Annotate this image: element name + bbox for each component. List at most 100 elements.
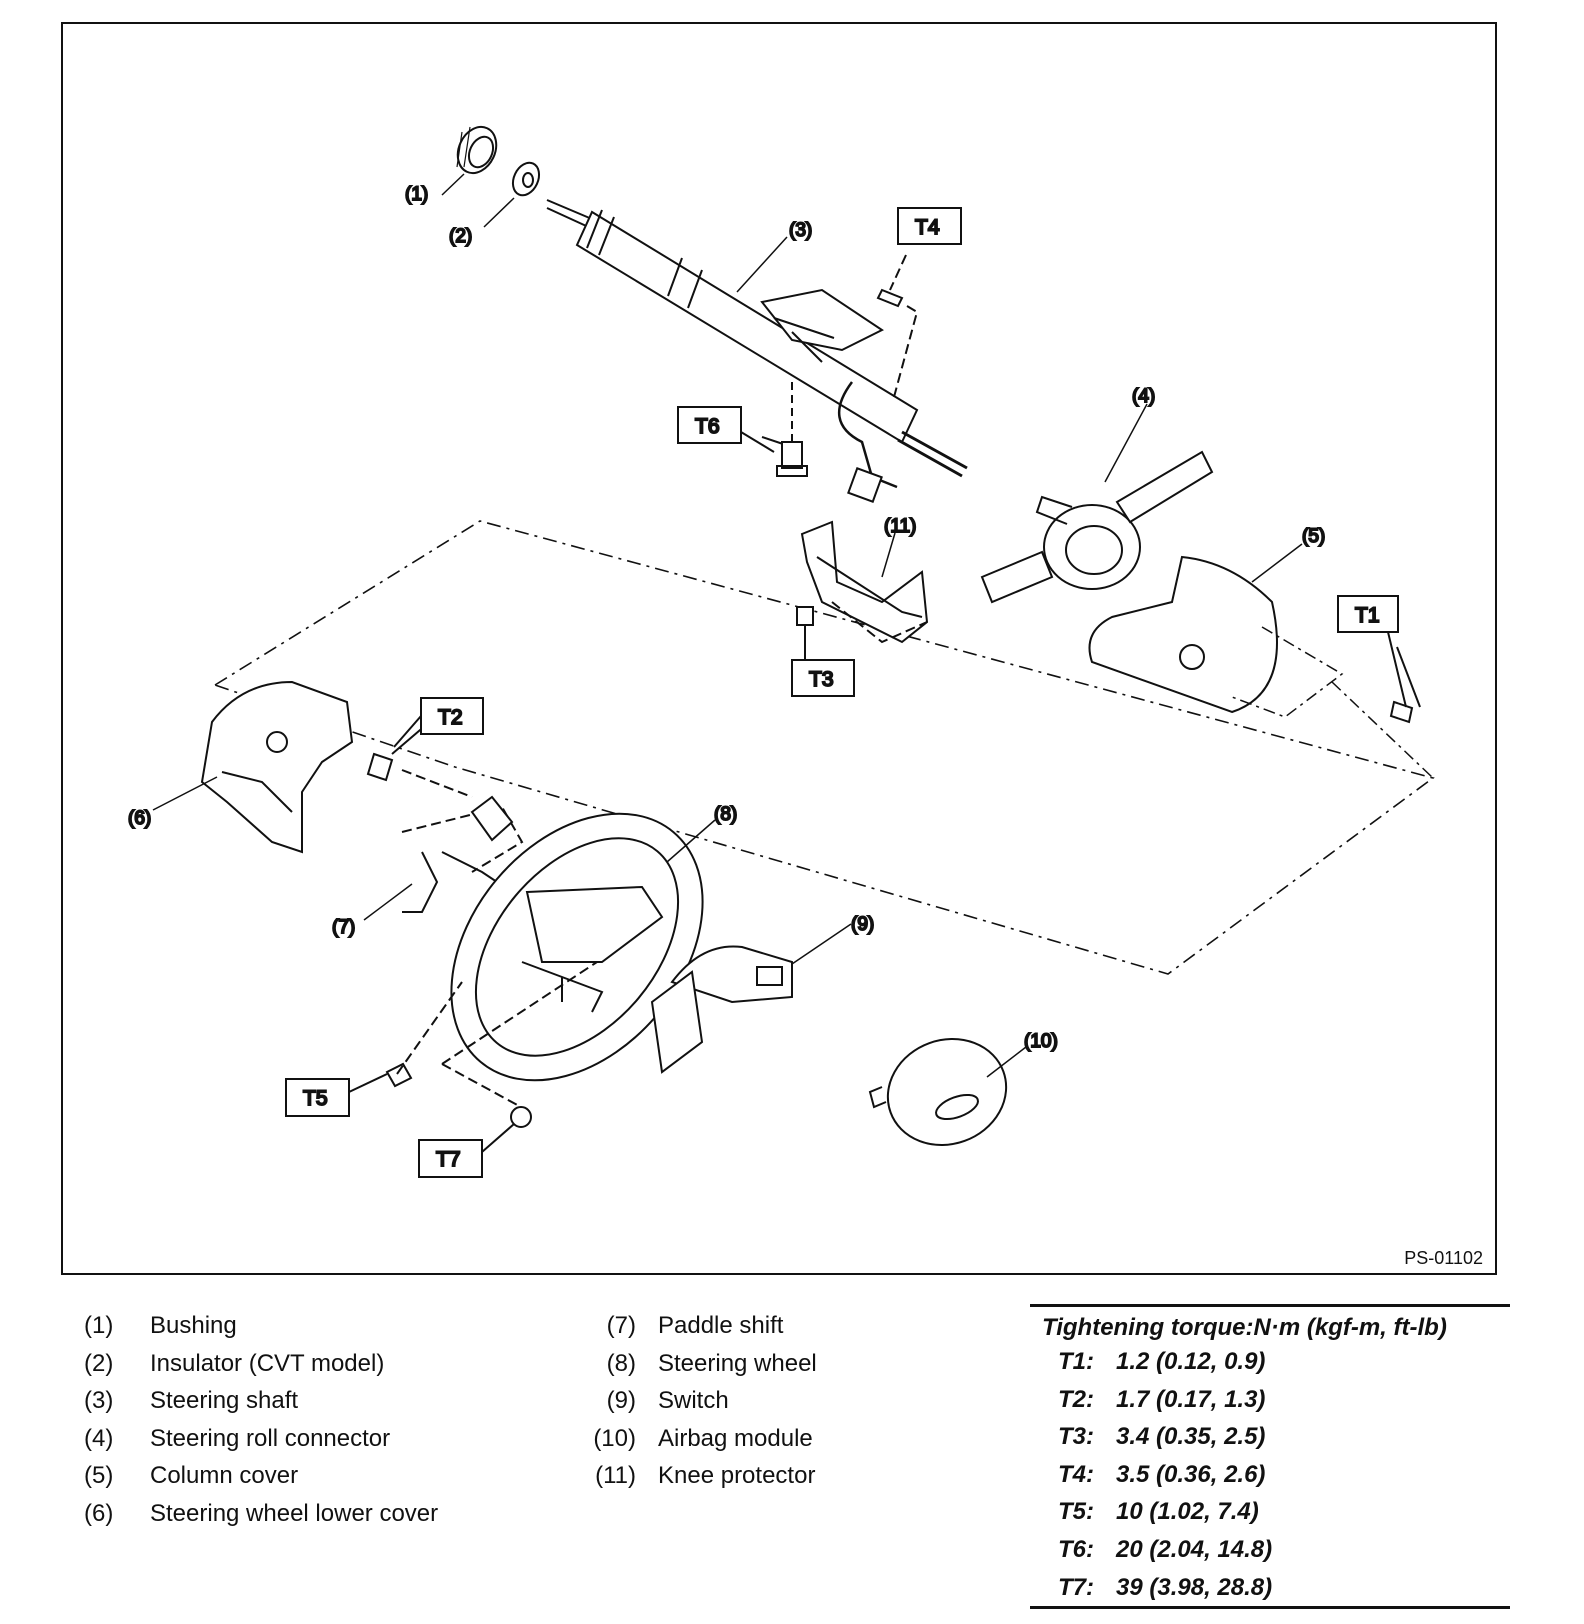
legend-number: (11) [595, 1462, 636, 1490]
torque-row: T2:1.7 (0.17, 1.3) [1030, 1381, 1510, 1419]
legend-item: (10) Airbag module [560, 1420, 817, 1458]
diagram-frame: (1) (2) (3) (4) (5) (6) (7) (8) (9) (10)… [61, 22, 1497, 1275]
torque-row: T6:20 (2.04, 14.8) [1030, 1531, 1510, 1569]
torque-row: T5: 10 (1.02, 7.4) [1030, 1493, 1510, 1531]
airbag-module-part [868, 1038, 1008, 1146]
legend-number: (8) [606, 1349, 636, 1377]
svg-text:T6: T6 [695, 415, 720, 438]
legend-item: (1) Bushing [84, 1307, 438, 1345]
bushing-part [456, 125, 498, 175]
torque-row: T1: 1.2 (0.12, 0.9) [1030, 1343, 1510, 1381]
torque-box-t2: T2 [420, 697, 484, 735]
torque-key: T2: [1058, 1385, 1094, 1413]
svg-text:T4: T4 [915, 216, 940, 239]
t3-bolt [796, 606, 814, 626]
t7-box-leader [481, 1123, 515, 1153]
callout-11: (11) [884, 516, 916, 537]
legend-number: (10) [593, 1424, 636, 1452]
legend-number: (9) [606, 1387, 636, 1415]
callout-8: (8) [714, 804, 737, 825]
legend-right: (7)Paddle shift (8) Steering wheel (9) Swi… [560, 1307, 817, 1495]
t6-box-leader [740, 431, 775, 453]
legend-number: (5) [84, 1462, 114, 1490]
paddle-shift-part [401, 795, 524, 913]
legend-item: (5) Column cover [84, 1457, 438, 1495]
legend-number: (3) [84, 1387, 114, 1415]
callout-5: (5) [1302, 526, 1325, 547]
torque-key: T5: [1058, 1498, 1094, 1526]
legend-label: Insulator (CVT model) [150, 1349, 385, 1377]
legend-label: Steering wheel lower cover [150, 1499, 439, 1527]
t6-bolt [776, 441, 808, 477]
legend-item: (9) Switch [560, 1382, 817, 1420]
t5-dash [396, 981, 463, 1075]
torque-box-t5: T5 [285, 1078, 350, 1117]
torque-key: T4: [1058, 1460, 1094, 1488]
insulator-part [511, 161, 541, 197]
torque-box-t7: T7 [418, 1139, 483, 1178]
torque-value: 3.5 (0.36, 2.6) [1116, 1460, 1266, 1488]
legend-item: (8) Steering wheel [560, 1345, 817, 1383]
legend-number: (6) [84, 1499, 114, 1527]
callout-1: (1) [405, 184, 428, 205]
t5-bolt [385, 1062, 413, 1088]
t4-leader [889, 254, 919, 398]
legend-label: Switch [658, 1387, 729, 1415]
legend-label: Steering roll connector [150, 1424, 391, 1452]
column-cover-part [1088, 555, 1434, 779]
legend-item: (3) Steering shaft [84, 1382, 438, 1420]
t1-leader [1396, 646, 1421, 708]
t5-box-leader [348, 1073, 388, 1093]
torque-value: 1.2 (0.12, 0.9) [1116, 1348, 1266, 1375]
exploded-view-drawing: (1) (2) (3) (4) (5) (6) (7) (8) (9) (10)… [127, 125, 1435, 1178]
callout-10: (10) [1024, 1031, 1058, 1052]
svg-text:T2: T2 [438, 706, 463, 729]
torque-table: Tightening torque:N·m (kgf-m, ft-lb) T1:… [1030, 1304, 1510, 1610]
legend-item: (4)Steering roll connector [84, 1420, 438, 1458]
svg-text:T1: T1 [1355, 604, 1380, 627]
t1-screw [1389, 700, 1414, 724]
torque-box-t4: T4 [897, 207, 962, 245]
t4-bolt [876, 288, 904, 308]
torque-key: T7: [1058, 1573, 1094, 1601]
legend-item: (6) Steering wheel lower cover [84, 1495, 438, 1533]
torque-value: 10 (1.02, 7.4) [1116, 1498, 1259, 1526]
svg-text:T5: T5 [303, 1087, 328, 1110]
callout-2: (2) [449, 226, 472, 247]
torque-row: T4: 3.5 (0.36, 2.6) [1030, 1456, 1510, 1494]
steering-roll-connector-part [980, 450, 1214, 604]
t2-dash [401, 769, 473, 798]
legend-label: Airbag module [658, 1424, 813, 1452]
legend-number: (1) [84, 1312, 114, 1339]
t2-box-leader [393, 715, 422, 748]
legend-left: (1) Bushing (2) Insulator (CVT model) (3) S… [84, 1307, 438, 1533]
torque-top-rule [1030, 1304, 1510, 1307]
torque-box-t1: T1 [1337, 595, 1399, 633]
legend-label: Steering wheel [658, 1349, 817, 1377]
legend-item: (2) Insulator (CVT model) [84, 1345, 438, 1383]
torque-bottom-rule [1030, 1606, 1510, 1610]
svg-text:T3: T3 [809, 668, 834, 691]
torque-key: T1: [1058, 1348, 1094, 1375]
legend-number: (2) [84, 1349, 114, 1377]
torque-box-t6: T6 [677, 406, 742, 444]
torque-key: T3: [1058, 1423, 1094, 1451]
torque-box-t3: T3 [791, 659, 855, 697]
torque-row: T7: 39 (3.98, 28.8) [1030, 1569, 1510, 1607]
torque-key: T6: [1058, 1535, 1094, 1563]
legend-number: (7) [606, 1312, 636, 1339]
callout-4: (4) [1132, 386, 1155, 407]
legend-label: Column cover [150, 1462, 299, 1490]
callout-7: (7) [332, 917, 355, 938]
callout-3: (3) [789, 220, 812, 241]
figure-code: PS-01102 [1404, 1248, 1483, 1268]
assembly-boundary [214, 520, 1435, 975]
legend-label: Bushing [150, 1312, 237, 1339]
t1-box-leader [1387, 631, 1407, 708]
legend-item: (11)Knee protector [560, 1457, 817, 1495]
torque-value: 39 (3.98, 28.8) [1116, 1573, 1273, 1601]
callout-9: (9) [851, 914, 874, 935]
legend-item: (7)Paddle shift [560, 1307, 817, 1345]
knee-protector-part [800, 520, 929, 644]
legend-label: Steering shaft [150, 1387, 299, 1415]
